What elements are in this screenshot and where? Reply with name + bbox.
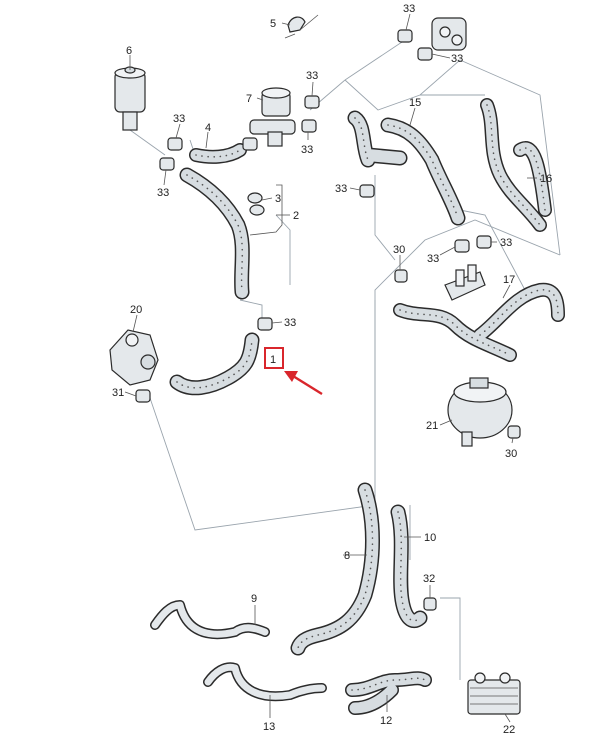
highlight-arrow-shaft (292, 374, 323, 396)
highlight-box (264, 347, 284, 369)
bracket-clip-part-5 (284, 14, 319, 39)
connector-flange-middle (444, 264, 486, 301)
coolant-hose-4 (189, 143, 247, 164)
coolant-hose-2 (179, 167, 250, 300)
label-part-21[interactable]: 21 (426, 420, 438, 432)
coolant-hose-1 (169, 332, 260, 396)
expansion-tank-part-21 (447, 377, 513, 447)
label-part-33-top-right[interactable]: 33 (451, 53, 463, 65)
label-part-10[interactable]: 10 (424, 532, 436, 544)
label-part-8[interactable]: 8 (344, 550, 350, 562)
label-part-9[interactable]: 9 (251, 593, 257, 605)
label-part-31[interactable]: 31 (112, 387, 124, 399)
label-part-1[interactable]: 1 (270, 354, 276, 366)
label-part-16[interactable]: 16 (540, 173, 552, 185)
label-part-7[interactable]: 7 (246, 93, 252, 105)
label-part-33-valve-lower[interactable]: 33 (301, 144, 313, 156)
label-part-33-hose-1[interactable]: 33 (284, 317, 296, 329)
components (109, 14, 521, 715)
coolant-hose-16 (480, 98, 552, 232)
hoses (150, 98, 565, 715)
label-part-22[interactable]: 22 (503, 724, 515, 736)
label-part-33-left-lower[interactable]: 33 (157, 187, 169, 199)
label-part-3[interactable]: 3 (275, 193, 281, 205)
part-number-labels: 1 2 3 4 5 6 7 8 9 10 12 13 15 16 17 20 2… (112, 3, 552, 736)
coolant-pipe-9 (150, 600, 270, 640)
label-part-2[interactable]: 2 (293, 210, 299, 222)
coolant-pipe-13 (203, 662, 327, 702)
connector-fitting-top (431, 17, 467, 51)
hose-clamps (135, 29, 521, 611)
thermostat-housing-part-20 (109, 329, 159, 386)
assembly-reference-lines (129, 39, 561, 680)
oil-cooler-part-22 (467, 672, 521, 715)
coolant-hose-10 (390, 504, 428, 629)
label-part-6[interactable]: 6 (126, 45, 132, 57)
coolant-hose-8 (290, 482, 380, 656)
coolant-hose-17 (393, 282, 565, 362)
label-part-33-top[interactable]: 33 (403, 3, 415, 15)
label-part-33-flange-left[interactable]: 33 (427, 253, 439, 265)
highlight-arrow-head (284, 371, 298, 382)
label-part-33-left-upper[interactable]: 33 (173, 113, 185, 125)
label-part-12[interactable]: 12 (380, 715, 392, 727)
label-part-30-lower[interactable]: 30 (505, 448, 517, 460)
coolant-hose-15 (347, 110, 466, 226)
coolant-hose-12 (345, 671, 432, 715)
highlight-callout[interactable] (264, 347, 323, 396)
label-part-33-center[interactable]: 33 (335, 183, 347, 195)
label-part-30-upper[interactable]: 30 (393, 244, 405, 256)
leader-lines (124, 13, 537, 723)
label-part-32[interactable]: 32 (423, 573, 435, 585)
valve-part-7 (249, 87, 296, 147)
label-part-15[interactable]: 15 (409, 97, 421, 109)
label-part-20[interactable]: 20 (130, 304, 142, 316)
label-part-33-flange-right[interactable]: 33 (500, 237, 512, 249)
label-part-17[interactable]: 17 (503, 274, 515, 286)
label-part-4[interactable]: 4 (205, 122, 211, 134)
label-part-13[interactable]: 13 (263, 721, 275, 733)
label-part-5[interactable]: 5 (270, 18, 276, 30)
reservoir-part-6 (114, 66, 146, 131)
label-part-33-valve-upper[interactable]: 33 (306, 70, 318, 82)
